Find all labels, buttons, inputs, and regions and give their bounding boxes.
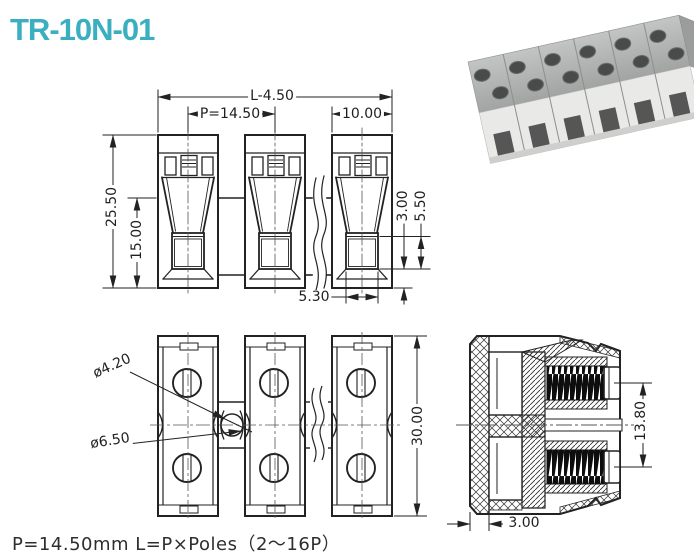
dim-label-unit-width: 10.00 bbox=[339, 106, 385, 122]
dim-label-height-lower: 15.00 bbox=[129, 217, 145, 263]
photo-pole-details bbox=[473, 22, 694, 164]
front-view bbox=[102, 89, 431, 305]
dim-label-depth: 30.00 bbox=[410, 403, 426, 449]
dim-label-height-total: 25.50 bbox=[104, 184, 120, 230]
dim-label-wall-thickness: 3.00 bbox=[506, 515, 542, 531]
break-line bbox=[319, 385, 325, 461]
pitch-formula-note: P=14.50mm L=P×Poles（2～16P） bbox=[12, 534, 341, 555]
product-photo bbox=[467, 14, 694, 164]
leader-hole-large bbox=[127, 429, 242, 445]
dim-wall-thickness bbox=[447, 512, 503, 531]
page-title: TR-10N-01 bbox=[10, 12, 155, 47]
dim-label-clamp-depth: 3.00 bbox=[395, 188, 411, 224]
top-view bbox=[127, 331, 427, 521]
dim-label-window-width: 5.30 bbox=[296, 289, 332, 305]
dim-window-width bbox=[329, 271, 379, 304]
section-view bbox=[447, 335, 652, 531]
break-line bbox=[313, 177, 319, 291]
leader-hole-small bbox=[129, 371, 226, 420]
break-line bbox=[311, 387, 317, 463]
dim-label-total-length: L-4.50 bbox=[248, 88, 296, 104]
wire-cavity-upper bbox=[488, 351, 523, 416]
dim-clamp-depth bbox=[393, 221, 413, 305]
break-line bbox=[321, 175, 327, 289]
dim-label-screw-pitch: 13.80 bbox=[633, 398, 649, 444]
wire-cavity-lower bbox=[488, 436, 523, 501]
dim-label-window-height: 5.50 bbox=[413, 188, 429, 224]
screw-lower bbox=[544, 440, 621, 494]
dim-label-pitch: P=14.50 bbox=[197, 106, 263, 122]
screw-upper bbox=[544, 356, 621, 410]
